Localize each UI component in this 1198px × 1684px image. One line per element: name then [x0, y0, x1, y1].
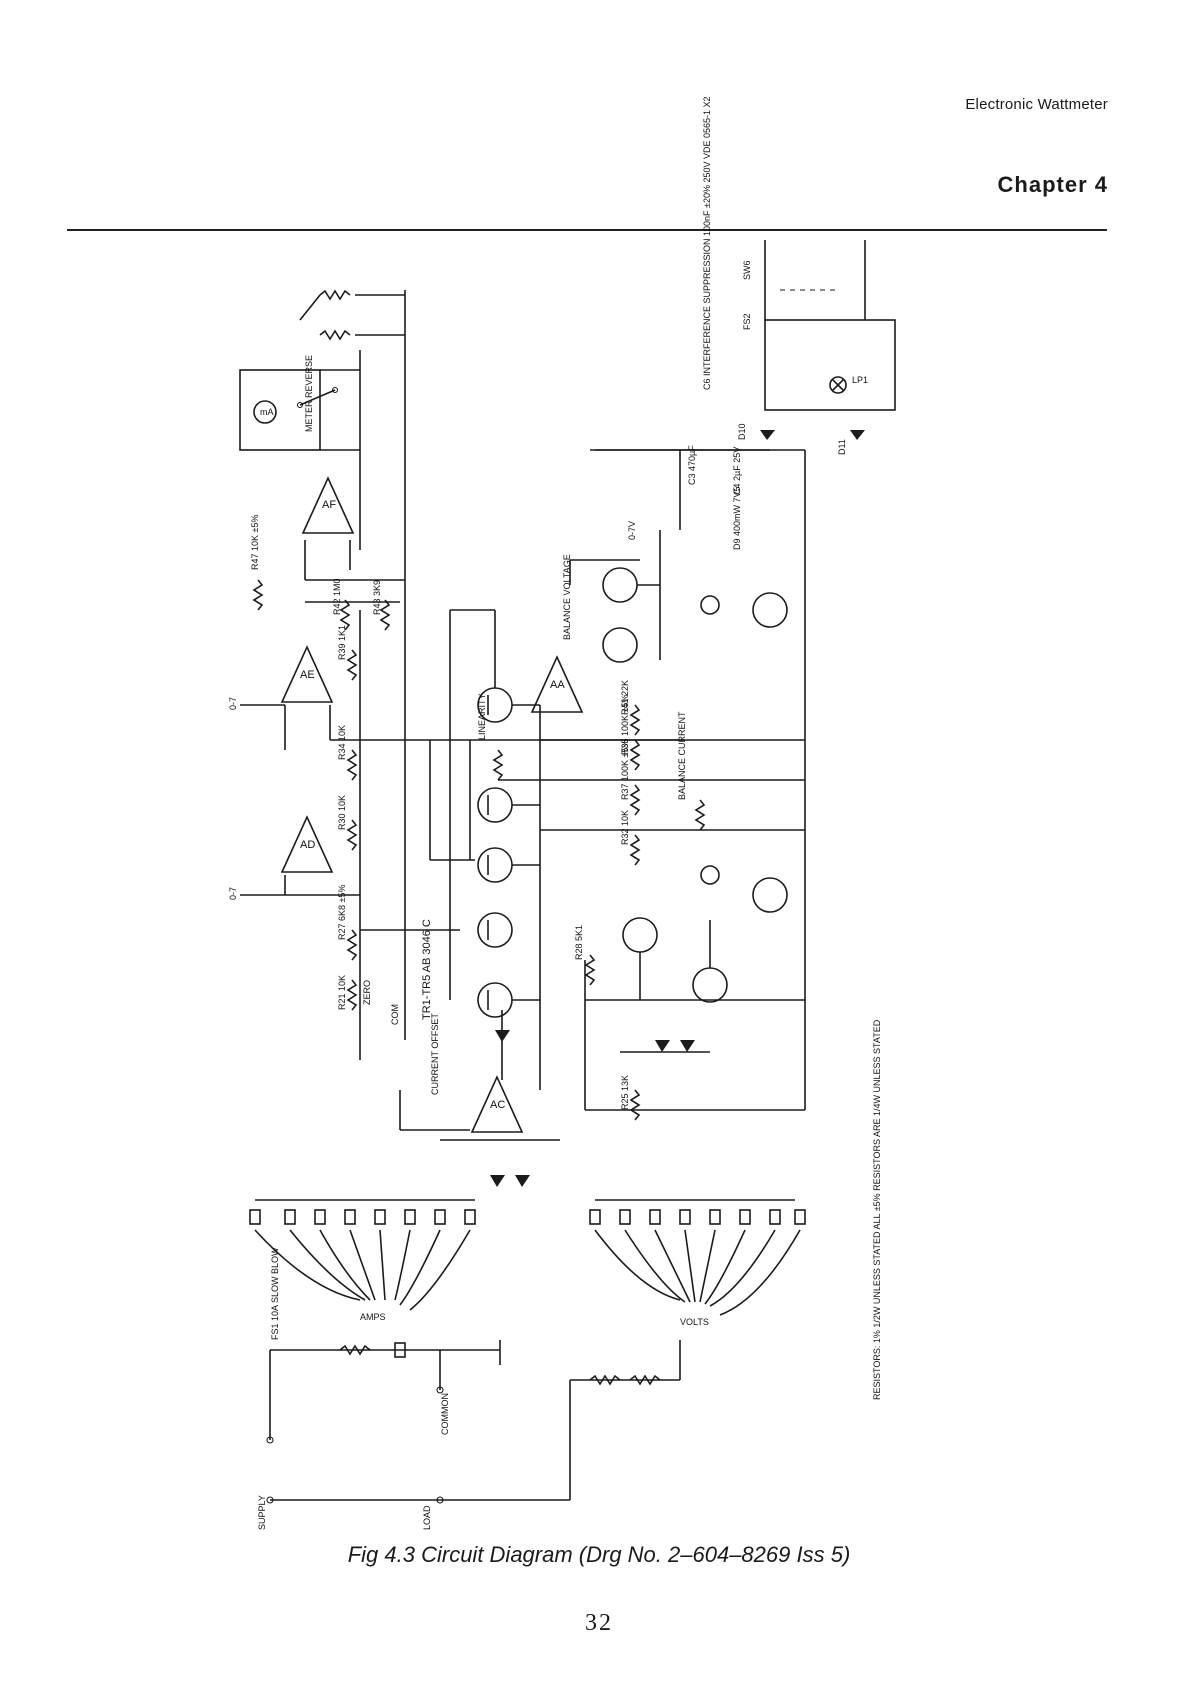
resistor-note: RESISTORS: 1% 1/2W UNLESS STATED ALL ±5%… — [872, 1019, 882, 1400]
meter-reverse-label: METER REVERSE — [304, 355, 314, 432]
volts-range-resistors — [589, 1209, 806, 1225]
volts-label: VOLTS — [680, 1317, 709, 1327]
r42-label: R42 1M0 — [332, 578, 342, 615]
c4-label: C4 2µF 25V — [732, 447, 742, 495]
amps-range-resistors — [249, 1209, 476, 1225]
com-label: COM — [390, 1004, 400, 1025]
r34-label: R34 10K — [337, 725, 347, 760]
chapter-heading: Chapter 4 — [997, 172, 1108, 197]
interference-note: C6 INTERFERENCE SUPPRESSION 100nF ±20% 2… — [702, 96, 712, 390]
c3-label: C3 470µF — [687, 445, 697, 485]
zener-d9-label: D9 400mW 7V5 — [732, 486, 742, 550]
v07-a-label: 0-7 — [228, 697, 238, 710]
opamp-af-label: AF — [322, 499, 336, 511]
opamp-ac-label: AC — [490, 1099, 505, 1111]
common-label: COMMON — [440, 1393, 450, 1435]
transistor-array-label: TR1-TR5 AB 3046 C — [421, 919, 433, 1020]
r39-label: R39 1K1 — [337, 625, 347, 660]
v07-b-label: 0-7 — [228, 887, 238, 900]
opamp-ad-label: AD — [300, 839, 315, 851]
running-header: Electronic Wattmeter — [965, 96, 1108, 113]
supply-label: SUPPLY — [257, 1495, 267, 1530]
r37-label: R37 100K ±5% — [620, 740, 630, 800]
figure-caption: Fig 4.3 Circuit Diagram (Drg No. 2–604–8… — [347, 1542, 851, 1567]
r27-label: R27 6K8 ±5% — [337, 885, 347, 940]
fs1-label: FS1 10A SLOW BLOW — [270, 1247, 280, 1340]
r25-label: R25 13K — [620, 1075, 630, 1110]
load-label: LOAD — [422, 1505, 432, 1530]
opamp-aa-label: AA — [550, 679, 565, 691]
d10-label: D10 — [737, 423, 747, 440]
r32-label: R32 10K — [620, 810, 630, 845]
r47-label: R47 10K ±5% — [250, 515, 260, 570]
r21-label: R21 10K — [337, 975, 347, 1010]
r43-label: R43 3K9 — [372, 580, 382, 615]
r41-label: R41 22K — [620, 680, 630, 715]
fs2-label: FS2 — [742, 313, 752, 330]
r28-label: R28 5K1 — [574, 925, 584, 960]
balance-voltage-label: BALANCE VOLTAGE — [562, 554, 572, 640]
header-rule — [67, 229, 1107, 231]
current-offset-label: CURRENT OFFSET — [430, 1013, 440, 1095]
v07-c-label: 0-7V — [627, 521, 637, 540]
balance-current-label: BALANCE CURRENT — [677, 711, 687, 800]
r30-label: R30 10K — [337, 795, 347, 830]
circuit-diagram: mA METER REVERSE AF R47 10K ±5% R42 1M0 … — [228, 96, 1000, 1530]
opamp-ae-label: AE — [300, 669, 315, 681]
page-number: 32 — [585, 1610, 613, 1636]
lp1-label: LP1 — [852, 375, 868, 385]
sw6-label: SW6 — [742, 260, 752, 280]
d11-label: D11 — [837, 439, 847, 455]
amps-label: AMPS — [360, 1312, 386, 1322]
svg-text:mA: mA — [260, 407, 274, 417]
zero-label: ZERO — [362, 980, 372, 1005]
linearity-label: LINEARITY — [477, 693, 487, 740]
r35-label: R35 100K ±5% — [620, 695, 630, 755]
